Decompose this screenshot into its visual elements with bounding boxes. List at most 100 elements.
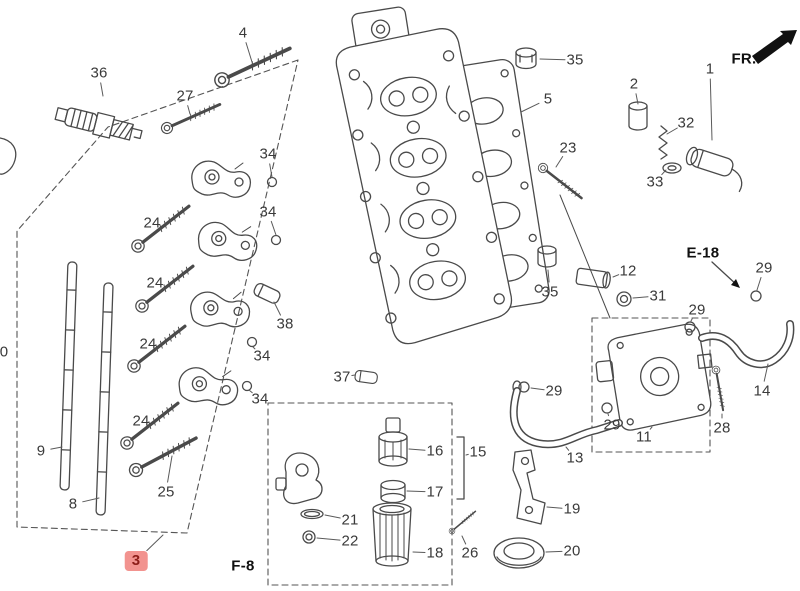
callout-37[interactable]: 37 bbox=[333, 368, 351, 386]
callout-4[interactable]: 4 bbox=[238, 24, 248, 42]
callout-25[interactable]: 25 bbox=[157, 483, 175, 501]
group-box-f8 bbox=[267, 402, 453, 586]
leader-line-26 bbox=[461, 535, 467, 545]
leader-line-5 bbox=[520, 102, 540, 113]
washer-33 bbox=[662, 162, 682, 174]
callout-36[interactable]: 36 bbox=[90, 64, 108, 82]
callout-3[interactable]: 3 bbox=[124, 551, 148, 571]
leader-line-18 bbox=[412, 551, 426, 553]
leader-line-35 bbox=[547, 269, 550, 283]
leader-line-12 bbox=[612, 274, 620, 278]
leader-line-34 bbox=[252, 346, 256, 350]
leader-line-4 bbox=[245, 42, 253, 63]
callout-29[interactable]: 29 bbox=[755, 259, 773, 277]
hose-14 bbox=[698, 320, 795, 369]
callout-29[interactable]: 29 bbox=[688, 301, 706, 319]
callout-14[interactable]: 14 bbox=[753, 382, 771, 400]
leader-line-2 bbox=[635, 93, 639, 105]
leader-line-25 bbox=[167, 455, 173, 483]
callout-24[interactable]: 24 bbox=[143, 214, 161, 232]
callout-34[interactable]: 34 bbox=[259, 203, 277, 221]
e18-arrow bbox=[711, 261, 740, 288]
leader-line-34 bbox=[269, 163, 273, 178]
thermostat-housing bbox=[275, 452, 323, 505]
pivot-ball-34-4 bbox=[241, 380, 253, 392]
bracket-15 bbox=[456, 436, 465, 500]
filter-cup-18 bbox=[372, 502, 412, 567]
callout-18[interactable]: 18 bbox=[426, 544, 444, 562]
callout-22[interactable]: 22 bbox=[341, 532, 359, 550]
leader-line-21 bbox=[324, 514, 341, 519]
callout-21[interactable]: 21 bbox=[341, 511, 359, 529]
callout-34[interactable]: 34 bbox=[259, 145, 277, 163]
ref-label-F-8[interactable]: F-8 bbox=[231, 557, 255, 575]
leader-line-37 bbox=[351, 374, 356, 376]
callout-1[interactable]: 1 bbox=[705, 60, 715, 78]
leader-line-29 bbox=[530, 387, 545, 391]
group-boxes bbox=[16, 59, 711, 586]
tube-12 bbox=[575, 267, 611, 289]
callout-2[interactable]: 2 bbox=[629, 75, 639, 93]
leader-line-11 bbox=[649, 426, 653, 430]
callout-29[interactable]: 29 bbox=[603, 416, 621, 434]
callout-9[interactable]: 9 bbox=[36, 442, 46, 460]
callout-34[interactable]: 34 bbox=[253, 347, 271, 365]
callout-12[interactable]: 12 bbox=[619, 262, 637, 280]
callout-13[interactable]: 13 bbox=[566, 449, 584, 467]
leader-line-34 bbox=[270, 220, 277, 236]
leader-line-38 bbox=[273, 301, 281, 316]
callout-29[interactable]: 29 bbox=[545, 382, 563, 400]
callout-24[interactable]: 24 bbox=[132, 412, 150, 430]
callout-34[interactable]: 34 bbox=[251, 390, 269, 408]
callout-19[interactable]: 19 bbox=[563, 500, 581, 518]
hose-13 bbox=[509, 387, 623, 449]
partial-part-left bbox=[0, 137, 17, 175]
callout-24[interactable]: 24 bbox=[146, 274, 164, 292]
leader-line-1 bbox=[709, 78, 713, 141]
callout-15[interactable]: 15 bbox=[469, 443, 487, 461]
callout-11[interactable]: 11 bbox=[636, 428, 652, 446]
leader-line-8 bbox=[82, 497, 100, 503]
callout-17[interactable]: 17 bbox=[426, 483, 444, 501]
leader-line-16 bbox=[408, 448, 426, 451]
callout-24[interactable]: 24 bbox=[139, 335, 157, 353]
fr-arrow bbox=[752, 30, 797, 64]
leader-line-19 bbox=[546, 506, 563, 509]
callout-23[interactable]: 23 bbox=[559, 139, 577, 157]
callout-32[interactable]: 32 bbox=[677, 114, 695, 132]
leader-line-9 bbox=[50, 446, 63, 450]
bracket-19 bbox=[512, 449, 546, 525]
leader-line-17 bbox=[406, 490, 426, 493]
callout-28[interactable]: 28 bbox=[713, 419, 731, 437]
leader-line-3 bbox=[146, 534, 164, 552]
leader-line-24 bbox=[162, 288, 165, 290]
leader-line-29 bbox=[690, 318, 693, 322]
clip-29-2 bbox=[684, 321, 696, 333]
ref-label-E-18[interactable]: E-18 bbox=[686, 244, 720, 262]
callout-16[interactable]: 16 bbox=[426, 442, 444, 460]
cap-35-mid bbox=[537, 245, 557, 268]
leader-line-31 bbox=[632, 296, 649, 299]
filter-joint-16 bbox=[378, 417, 408, 467]
group-box-pump bbox=[591, 317, 711, 453]
callout-27[interactable]: 27 bbox=[176, 87, 194, 105]
leader-line-36 bbox=[100, 82, 104, 97]
callout-5[interactable]: 5 bbox=[543, 90, 553, 108]
mount-reference-line bbox=[559, 194, 611, 319]
callout-26[interactable]: 26 bbox=[461, 544, 479, 562]
callout-20[interactable]: 20 bbox=[563, 542, 581, 560]
leader-line-35 bbox=[539, 58, 566, 61]
spring-32 bbox=[658, 125, 668, 160]
callout-35[interactable]: 35 bbox=[566, 51, 584, 69]
leader-line-23 bbox=[555, 156, 564, 168]
callout-0[interactable]: 0 bbox=[0, 343, 9, 361]
clip-29-4 bbox=[601, 402, 613, 414]
callout-35[interactable]: 35 bbox=[541, 283, 559, 301]
callout-33[interactable]: 33 bbox=[646, 173, 664, 191]
callout-38[interactable]: 38 bbox=[276, 315, 294, 333]
callout-8[interactable]: 8 bbox=[68, 495, 78, 513]
callout-31[interactable]: 31 bbox=[649, 287, 667, 305]
